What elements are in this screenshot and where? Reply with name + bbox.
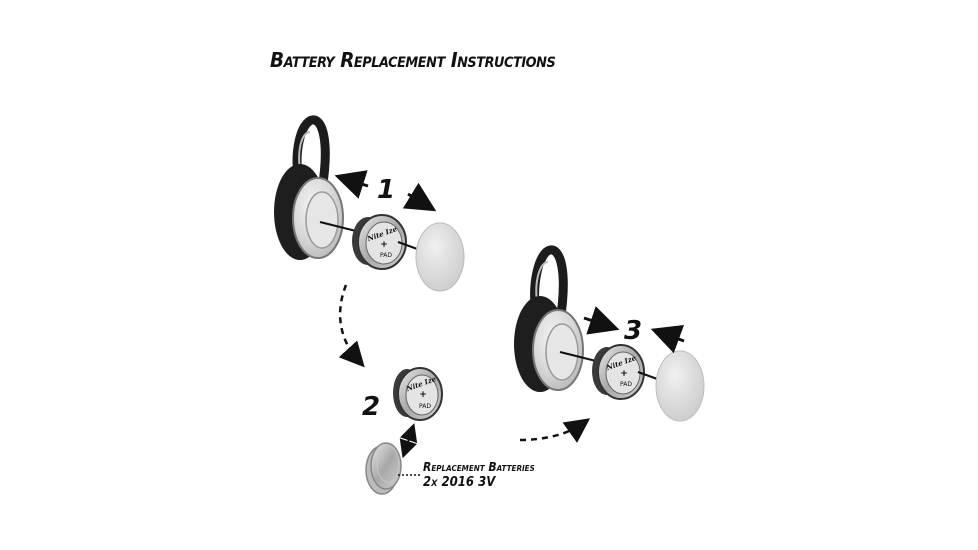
module-code-label-2: PAD: [419, 403, 431, 410]
light-unit-3: [514, 245, 601, 392]
lens-cap-1: [415, 222, 465, 292]
module-code-label: PAD: [380, 252, 392, 259]
arrow-in-left: [583, 306, 620, 335]
carabiner-icon: [292, 115, 330, 191]
note-line-2: 2x 2016 3V: [423, 475, 496, 490]
light-unit-1: [274, 115, 361, 260]
svg-text:+: +: [419, 390, 427, 400]
svg-text:+: +: [380, 240, 388, 250]
lens-cap-3: [655, 350, 705, 422]
step-number-1: 1: [377, 175, 396, 205]
arrow-out-right: [402, 182, 437, 212]
arrow-in-right: [650, 325, 685, 354]
dashed-arrow-2-to-3: [519, 418, 591, 443]
battery-module-2: Nite Ize + PAD: [393, 367, 443, 421]
swap-arrow-icon: [399, 423, 418, 459]
svg-text:+: +: [620, 369, 628, 379]
arrow-out-left: [334, 170, 369, 199]
replacement-note: Replacement Batteries 2x 2016 3V: [423, 459, 535, 491]
carabiner-icon-3: [530, 245, 568, 323]
note-line-1: Replacement Batteries: [423, 460, 535, 474]
dashed-arrow-1-to-2: [338, 284, 365, 368]
step-number-3: 3: [624, 316, 643, 346]
battery-module-3: Nite Ize + PAD: [592, 344, 661, 400]
module-code-label-3: PAD: [620, 381, 632, 388]
battery-module-1: Nite Ize + PAD: [352, 214, 421, 270]
page-title: Battery Replacement Instructions: [270, 48, 556, 72]
step-number-2: 2: [362, 392, 381, 422]
coin-cell-batteries: [365, 442, 402, 495]
